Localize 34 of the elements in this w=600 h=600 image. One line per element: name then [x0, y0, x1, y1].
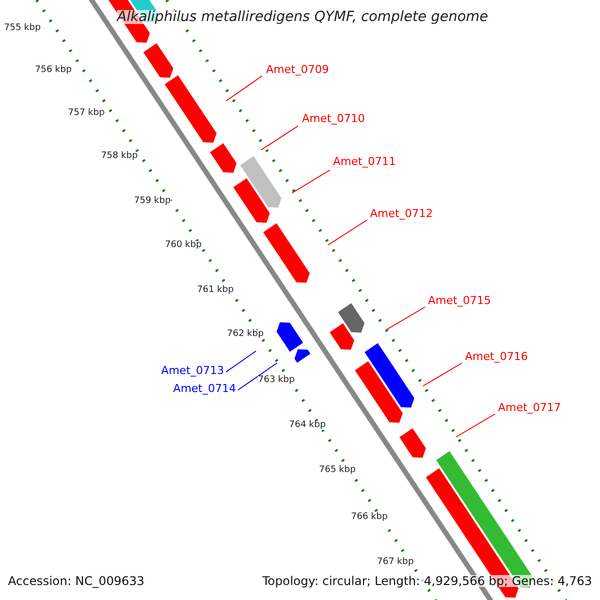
accession-text: Accession: NC_009633 — [8, 575, 144, 587]
map-title: Alkaliphilus metalliredigens QYMF, complete genome — [117, 10, 488, 24]
gene-label: Amet_0713 — [161, 365, 224, 376]
leader-line — [456, 414, 496, 438]
tick-label: 760 kbp — [165, 241, 202, 250]
tick-label: 767 kbp — [377, 558, 414, 567]
gene-label: Amet_0710 — [302, 113, 365, 124]
leader-line — [226, 76, 262, 102]
gene-label: Amet_0717 — [498, 402, 561, 413]
tick-label: 765 kbp — [319, 466, 356, 475]
gene-label: Amet_0715 — [428, 295, 491, 306]
leader-line — [328, 220, 368, 246]
leader-line — [292, 170, 330, 194]
tick-label: 764 kbp — [289, 421, 326, 430]
gene-label: Amet_0712 — [370, 208, 433, 219]
tick-label: 755 kbp — [4, 24, 41, 33]
tick-label: 761 kbp — [197, 286, 234, 295]
leader-line — [422, 362, 462, 386]
gene-label: Amet_0716 — [465, 351, 528, 362]
leader-line — [260, 126, 298, 150]
gene-label: Amet_0711 — [333, 156, 396, 167]
tick-label: 758 kbp — [101, 152, 138, 161]
tick-label: 756 kbp — [35, 66, 72, 75]
tick-label: 766 kbp — [351, 513, 388, 522]
tick-label: 762 kbp — [227, 330, 264, 339]
leader-line — [386, 306, 426, 330]
genome-summary-text: Topology: circular; Length: 4,929,566 bp; Genes: 4,763 — [262, 575, 592, 587]
tick-label: 757 kbp — [68, 109, 105, 118]
gene-label: Amet_0714 — [173, 383, 236, 394]
leader-line — [226, 350, 256, 372]
tick-label: 759 kbp — [134, 197, 171, 206]
leader-line — [238, 362, 278, 390]
tick-label: 763 kbp — [258, 376, 295, 385]
gene-label: Amet_0709 — [266, 64, 329, 75]
